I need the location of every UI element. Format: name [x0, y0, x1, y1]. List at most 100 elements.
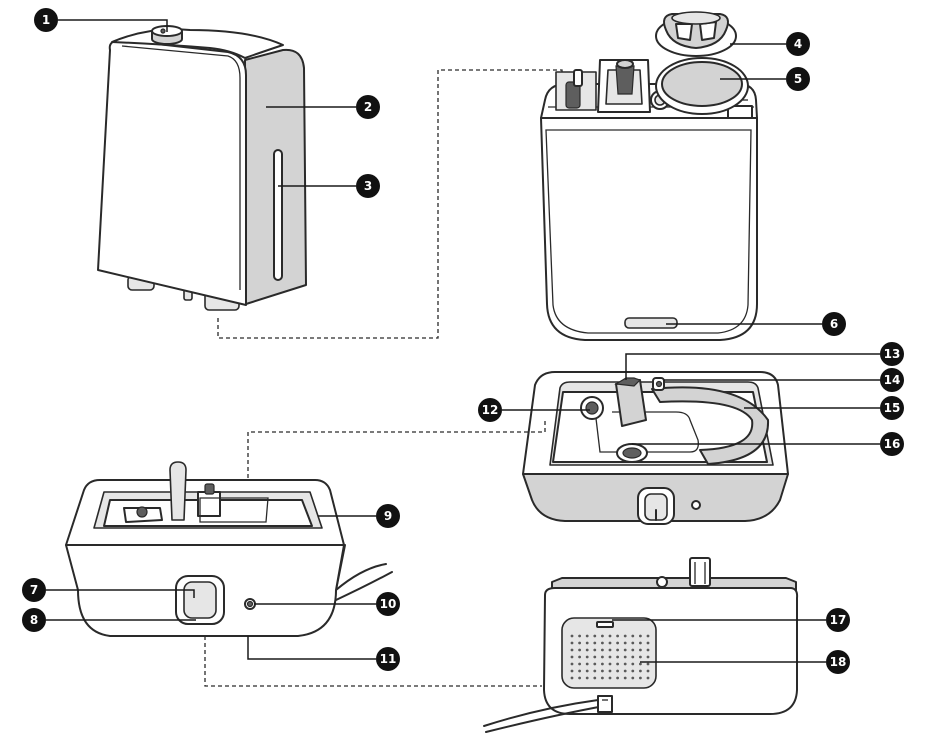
callout-8: 8: [22, 608, 46, 632]
grille-hole: [646, 634, 650, 638]
grille-hole: [623, 655, 627, 659]
grille-hole: [616, 648, 619, 652]
svg-text:9: 9: [384, 509, 392, 523]
tank-cap: [655, 11, 737, 57]
grille-hole: [623, 662, 627, 666]
grille-hole: [623, 676, 627, 680]
base-tray-open: [522, 371, 789, 525]
grille-hole: [623, 669, 627, 673]
grille-hole: [578, 669, 581, 673]
grille-hole: [639, 634, 642, 638]
grille-hole: [646, 655, 650, 659]
grille-hole: [646, 641, 650, 645]
grille-hole: [585, 641, 589, 645]
grille-hole: [631, 634, 635, 638]
grille-hole: [616, 669, 619, 673]
grille-hole: [616, 655, 619, 659]
svg-text:12: 12: [482, 403, 499, 417]
grille-hole: [623, 648, 627, 652]
callout-2: 2: [356, 95, 380, 119]
grille-hole: [616, 676, 619, 680]
grille-hole: [570, 648, 574, 652]
grille-hole: [608, 655, 612, 659]
callout-14: 14: [880, 368, 904, 392]
grille-hole: [578, 676, 581, 680]
svg-text:10: 10: [380, 597, 397, 611]
grille-hole: [585, 676, 589, 680]
grille-hole: [593, 641, 597, 645]
speaker-grille: [570, 634, 650, 680]
water-tank: [540, 11, 758, 341]
svg-text:11: 11: [380, 652, 397, 666]
grille-hole: [601, 648, 604, 652]
svg-text:15: 15: [884, 401, 901, 415]
grille-hole: [623, 634, 627, 638]
svg-text:7: 7: [30, 583, 38, 597]
grille-hole: [646, 662, 650, 666]
callout-17: 17: [826, 608, 850, 632]
grille-hole: [608, 669, 612, 673]
grille-hole: [616, 662, 619, 666]
callout-16: 16: [880, 432, 904, 456]
svg-text:14: 14: [884, 373, 901, 387]
callout-1: 1: [34, 8, 58, 32]
grille-hole: [646, 669, 650, 673]
grille-hole: [593, 676, 597, 680]
base-rear-view: [483, 557, 799, 733]
svg-text:4: 4: [794, 37, 802, 51]
grille-hole: [601, 669, 604, 673]
callout-10: 10: [376, 592, 400, 616]
grille-hole: [639, 648, 642, 652]
svg-text:3: 3: [364, 179, 372, 193]
callout-15: 15: [880, 396, 904, 420]
grille-hole: [601, 676, 604, 680]
grille-hole: [639, 669, 642, 673]
callout-7: 7: [22, 578, 46, 602]
callout-5: 5: [786, 67, 810, 91]
svg-text:8: 8: [30, 613, 38, 627]
grille-hole: [593, 662, 597, 666]
callout-18: 18: [826, 650, 850, 674]
grille-hole: [631, 676, 635, 680]
grille-hole: [585, 662, 589, 666]
base-guide-line: [247, 420, 546, 478]
grille-hole: [585, 634, 589, 638]
grille-hole: [601, 641, 604, 645]
svg-text:6: 6: [830, 317, 838, 331]
grille-hole: [570, 669, 574, 673]
grille-hole: [570, 634, 574, 638]
grille-hole: [593, 669, 597, 673]
grille-hole: [608, 648, 612, 652]
svg-text:18: 18: [830, 655, 847, 669]
callout-3: 3: [356, 174, 380, 198]
grille-hole: [593, 648, 597, 652]
grille-hole: [570, 662, 574, 666]
grille-hole: [631, 662, 635, 666]
grille-hole: [570, 655, 574, 659]
grille-hole: [585, 669, 589, 673]
grille-hole: [639, 641, 642, 645]
grille-hole: [601, 634, 604, 638]
svg-text:17: 17: [830, 613, 847, 627]
grille-hole: [639, 676, 642, 680]
svg-text:5: 5: [794, 72, 802, 86]
grille-hole: [616, 634, 619, 638]
grille-hole: [646, 676, 650, 680]
callout-6: 6: [822, 312, 846, 336]
grille-hole: [578, 634, 581, 638]
svg-text:1: 1: [42, 13, 50, 27]
rear-guide-line: [204, 636, 542, 687]
callout-11: 11: [376, 647, 400, 671]
grille-hole: [639, 655, 642, 659]
assembled-humidifier: [97, 25, 563, 339]
grille-hole: [570, 676, 574, 680]
grille-hole: [608, 662, 612, 666]
grille-hole: [601, 662, 604, 666]
callout-12: 12: [478, 398, 502, 422]
callout-9: 9: [376, 504, 400, 528]
callout-lines: [46, 19, 880, 663]
grille-hole: [646, 648, 650, 652]
callout-4: 4: [786, 32, 810, 56]
svg-text:13: 13: [884, 347, 901, 361]
